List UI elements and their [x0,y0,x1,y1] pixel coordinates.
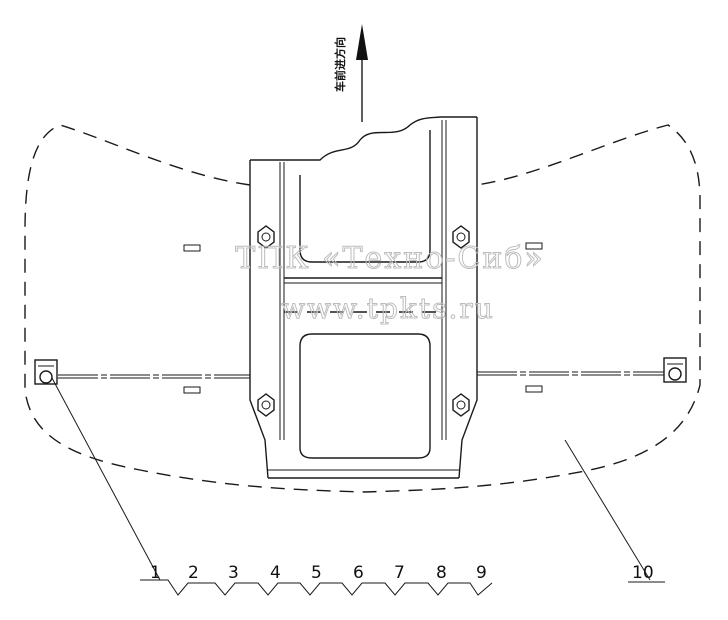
callout-5: 5 [311,563,322,583]
end-bracket-right [663,357,687,383]
fender-outline [24,124,701,493]
leader-line-right [564,439,651,581]
end-bracket-left [34,359,58,385]
callout-8: 8 [436,563,447,583]
tie-rod-right [477,371,664,376]
callout-10: 10 [632,563,654,583]
slot-marks [183,242,543,394]
center-bracket [249,116,478,479]
bolt-bottom-left [257,393,275,417]
bolt-top-left [257,225,275,249]
callout-1: 1 [150,563,161,583]
tie-rod-left [58,374,250,379]
callout-9: 9 [476,563,487,583]
bolt-top-right [452,225,470,249]
leader-line-left [51,377,161,581]
travel-direction-label: 车前进方向 [333,37,347,92]
bolt-bottom-right [452,393,470,417]
watermark-company: ТПК «Техно-Сиб» [235,241,545,276]
callout-3: 3 [228,563,239,583]
callout-baseline [140,579,493,596]
callout-4: 4 [270,563,281,583]
callout-6: 6 [353,563,364,583]
travel-direction-arrow [356,24,368,122]
callout-7: 7 [394,563,405,583]
callout-2: 2 [188,563,199,583]
watermark-url: www.tpkts.ru [281,292,495,325]
